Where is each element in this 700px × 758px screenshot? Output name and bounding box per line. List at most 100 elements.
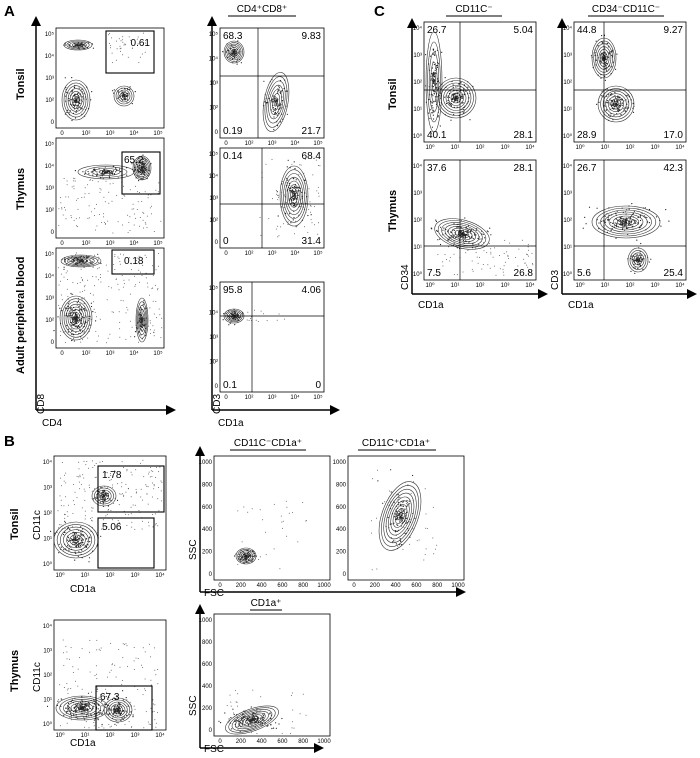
panel-b-header-cd11c-neg: CD11C⁻CD1a⁺ — [234, 438, 302, 449]
panel-a-right-tonsil-ytick: 10⁵ — [209, 31, 219, 38]
panel-c-thymus-right-q-upper-left: 26.7 — [577, 163, 597, 174]
panel-a-left-tonsil-ytick: 10² — [45, 98, 54, 104]
panel-b-scatter-cd11c-pos-xtick: 1000 — [451, 583, 465, 589]
panel-b-thymus-gate-x-label: CD1a — [70, 738, 96, 749]
panel-a-right-y-arrow — [207, 16, 217, 26]
panel-b-scatter-cd11c-neg-ytick: 0 — [209, 572, 213, 578]
panel-a-left-x-label: CD4 — [42, 418, 62, 429]
panel-a-left-tonsil-xtick: 10⁴ — [129, 130, 139, 137]
panel-b-tonsil-gate-ytick: 10³ — [43, 486, 52, 492]
panel-c-tonsil-right-q-lower-left: 28.9 — [577, 130, 597, 141]
panel-b-thymus-gate-ytick: 10⁴ — [43, 623, 53, 630]
panel-c-tonsil-right-xtick: 10³ — [651, 145, 660, 151]
panel-c-thymus-left-ytick: 10¹ — [413, 245, 422, 251]
panel-c-tonsil-left-ytick: 10² — [413, 80, 422, 86]
panel-c-thymus-right-ytick: 10¹ — [563, 245, 572, 251]
panel-b-thymus-y-arrow — [195, 604, 205, 614]
panel-a-right-axes — [211, 24, 332, 411]
panel-a-right-thymus-q-upper-left: 0.14 — [223, 151, 243, 162]
panel-b-scatter-cd1a-xtick: 800 — [298, 739, 309, 745]
panel-a-right-x-label: CD1a — [218, 418, 244, 429]
panel-c-tonsil-right-q-upper-left: 44.8 — [577, 25, 597, 36]
panel-a-left-y-label: CD8 — [36, 394, 47, 414]
panel-c-tonsil-right-ytick: 10⁴ — [563, 25, 573, 32]
panel-b-thymus-gate-y-label: CD11c — [32, 662, 43, 692]
panel-a-right-tonsil-xtick: 0 — [224, 141, 228, 147]
panel-c-tonsil-left-xtick: 10³ — [501, 145, 510, 151]
panel-a-left-tonsil-xtick: 0 — [60, 131, 64, 137]
panel-c-thymus-right-xtick: 10² — [626, 283, 635, 289]
panel-c-thymus-right-xtick: 10¹ — [601, 283, 610, 289]
panel-b-thymus-gate-xtick: 10¹ — [81, 733, 90, 739]
panel-c-row-thymus: Thymus — [387, 190, 399, 232]
panel-b-scatter-cd1a-xtick: 400 — [257, 739, 268, 745]
panel-a-right-blood-ytick: 10⁴ — [209, 310, 219, 317]
panel-b-scatter-cd11c-neg-xtick: 800 — [298, 583, 309, 589]
panel-c-tonsil-left-xtick: 10¹ — [451, 145, 460, 151]
panel-c-row-tonsil: Tonsil — [387, 78, 399, 110]
panel-a-right-x-arrow — [330, 405, 340, 415]
panel-a-right-blood-q-lower-left: 0.1 — [223, 380, 237, 391]
panel-a-right-blood-ytick: 10³ — [209, 335, 218, 341]
panel-b-tonsil-gate-ytick: 10⁴ — [43, 459, 53, 466]
panel-a-left-thymus-ytick: 10⁴ — [45, 163, 55, 170]
panel-a-right-blood-xtick: 10⁴ — [290, 394, 300, 401]
panel-c-thymus-left-ytick: 10² — [413, 218, 422, 224]
panel-a-right-thymus-xtick: 10² — [245, 251, 254, 257]
panel-c-thymus-right-ytick: 10³ — [563, 191, 572, 197]
panel-a-right-tonsil-ytick: 10⁴ — [209, 56, 219, 63]
panel-b-scatter-cd11c-pos-ytick: 1000 — [333, 460, 347, 466]
panel-c-thymus-left-xtick: 10⁴ — [525, 282, 535, 289]
panel-a-right-thymus-ytick: 10³ — [209, 196, 218, 202]
panel-b-tonsil-gate-xtick: 10¹ — [81, 573, 90, 579]
panel-c-right-x-arrow — [687, 289, 697, 299]
panel-a-row-thymus: Thymus — [15, 168, 27, 210]
panel-a-right-blood-xtick: 0 — [224, 395, 228, 401]
panel-b-scatter-axes — [199, 454, 458, 749]
panel-a-right-thymus-ytick: 10² — [209, 218, 218, 224]
panel-b-tonsil-gate-upper: 1.78 — [102, 470, 122, 481]
panel-b-thymus-x-arrow — [314, 743, 324, 753]
panel-b-thymus-gate-ytick: 10³ — [43, 649, 52, 655]
panel-b-scatter-cd1a-xtick: 200 — [236, 739, 247, 745]
panel-a-left-thymus-xtick: 0 — [60, 241, 64, 247]
panel-b-tonsil-gate-xtick: 10⁴ — [155, 572, 165, 579]
panel-b-thymus-gate-xtick: 10⁰ — [55, 732, 65, 739]
panel-b-tonsil-gate-xtick: 10² — [106, 573, 115, 579]
panel-a-left-thymus-xtick: 10⁴ — [129, 240, 139, 247]
panel-b-thymus-y-label: SSC — [188, 695, 199, 716]
panel-a-right-thymus-xtick: 0 — [224, 251, 228, 257]
panel-c-thymus-right-xtick: 10⁰ — [575, 282, 585, 289]
panel-c-thymus-right-ytick: 10² — [563, 218, 572, 224]
panel-b-tonsil-gate-ytick: 10² — [43, 511, 52, 517]
panel-b-scatter-cd1a-xtick: 0 — [218, 739, 222, 745]
panel-b-scatter-cd11c-pos-ytick: 800 — [336, 482, 347, 488]
panel-c-tonsil-right-ytick: 10⁰ — [563, 133, 573, 140]
panel-b-scatter-cd1a-ytick: 0 — [209, 728, 213, 734]
panel-c-thymus-left-xtick: 10² — [476, 283, 485, 289]
panel-c-thymus-right-xtick: 10³ — [651, 283, 660, 289]
panel-b-scatter-cd11c-pos-xtick: 200 — [370, 583, 381, 589]
panel-a-left-thymus-ytick: 0 — [51, 230, 55, 236]
panel-b-scatter-cd11c-neg-ytick: 400 — [202, 527, 213, 533]
panel-c-right-y-arrow — [557, 18, 567, 28]
panel-a-left-thymus-ytick: 10² — [45, 208, 54, 214]
panel-b-scatter-cd11c-pos-xtick: 0 — [352, 583, 356, 589]
panel-b-tonsil-gate-lower: 5.06 — [102, 522, 122, 533]
panel-b-scatter-cd11c-neg-ytick: 1000 — [199, 460, 213, 466]
panel-a-right-thymus-xtick: 10⁵ — [313, 250, 323, 257]
panel-b-tonsil-gate-ytick: 10⁰ — [43, 561, 53, 568]
panel-c-tonsil-left-q-lower-right: 28.1 — [514, 130, 534, 141]
panel-b-tonsil-gate-x-label: CD1a — [70, 584, 96, 595]
panel-c-thymus-left-ytick: 10⁴ — [413, 163, 423, 170]
panel-b-tonsil-gate-xtick: 10³ — [131, 573, 140, 579]
panel-c-thymus-left-q-lower-left: 7.5 — [427, 268, 441, 279]
panel-a-left-blood-xtick: 10³ — [106, 351, 115, 357]
